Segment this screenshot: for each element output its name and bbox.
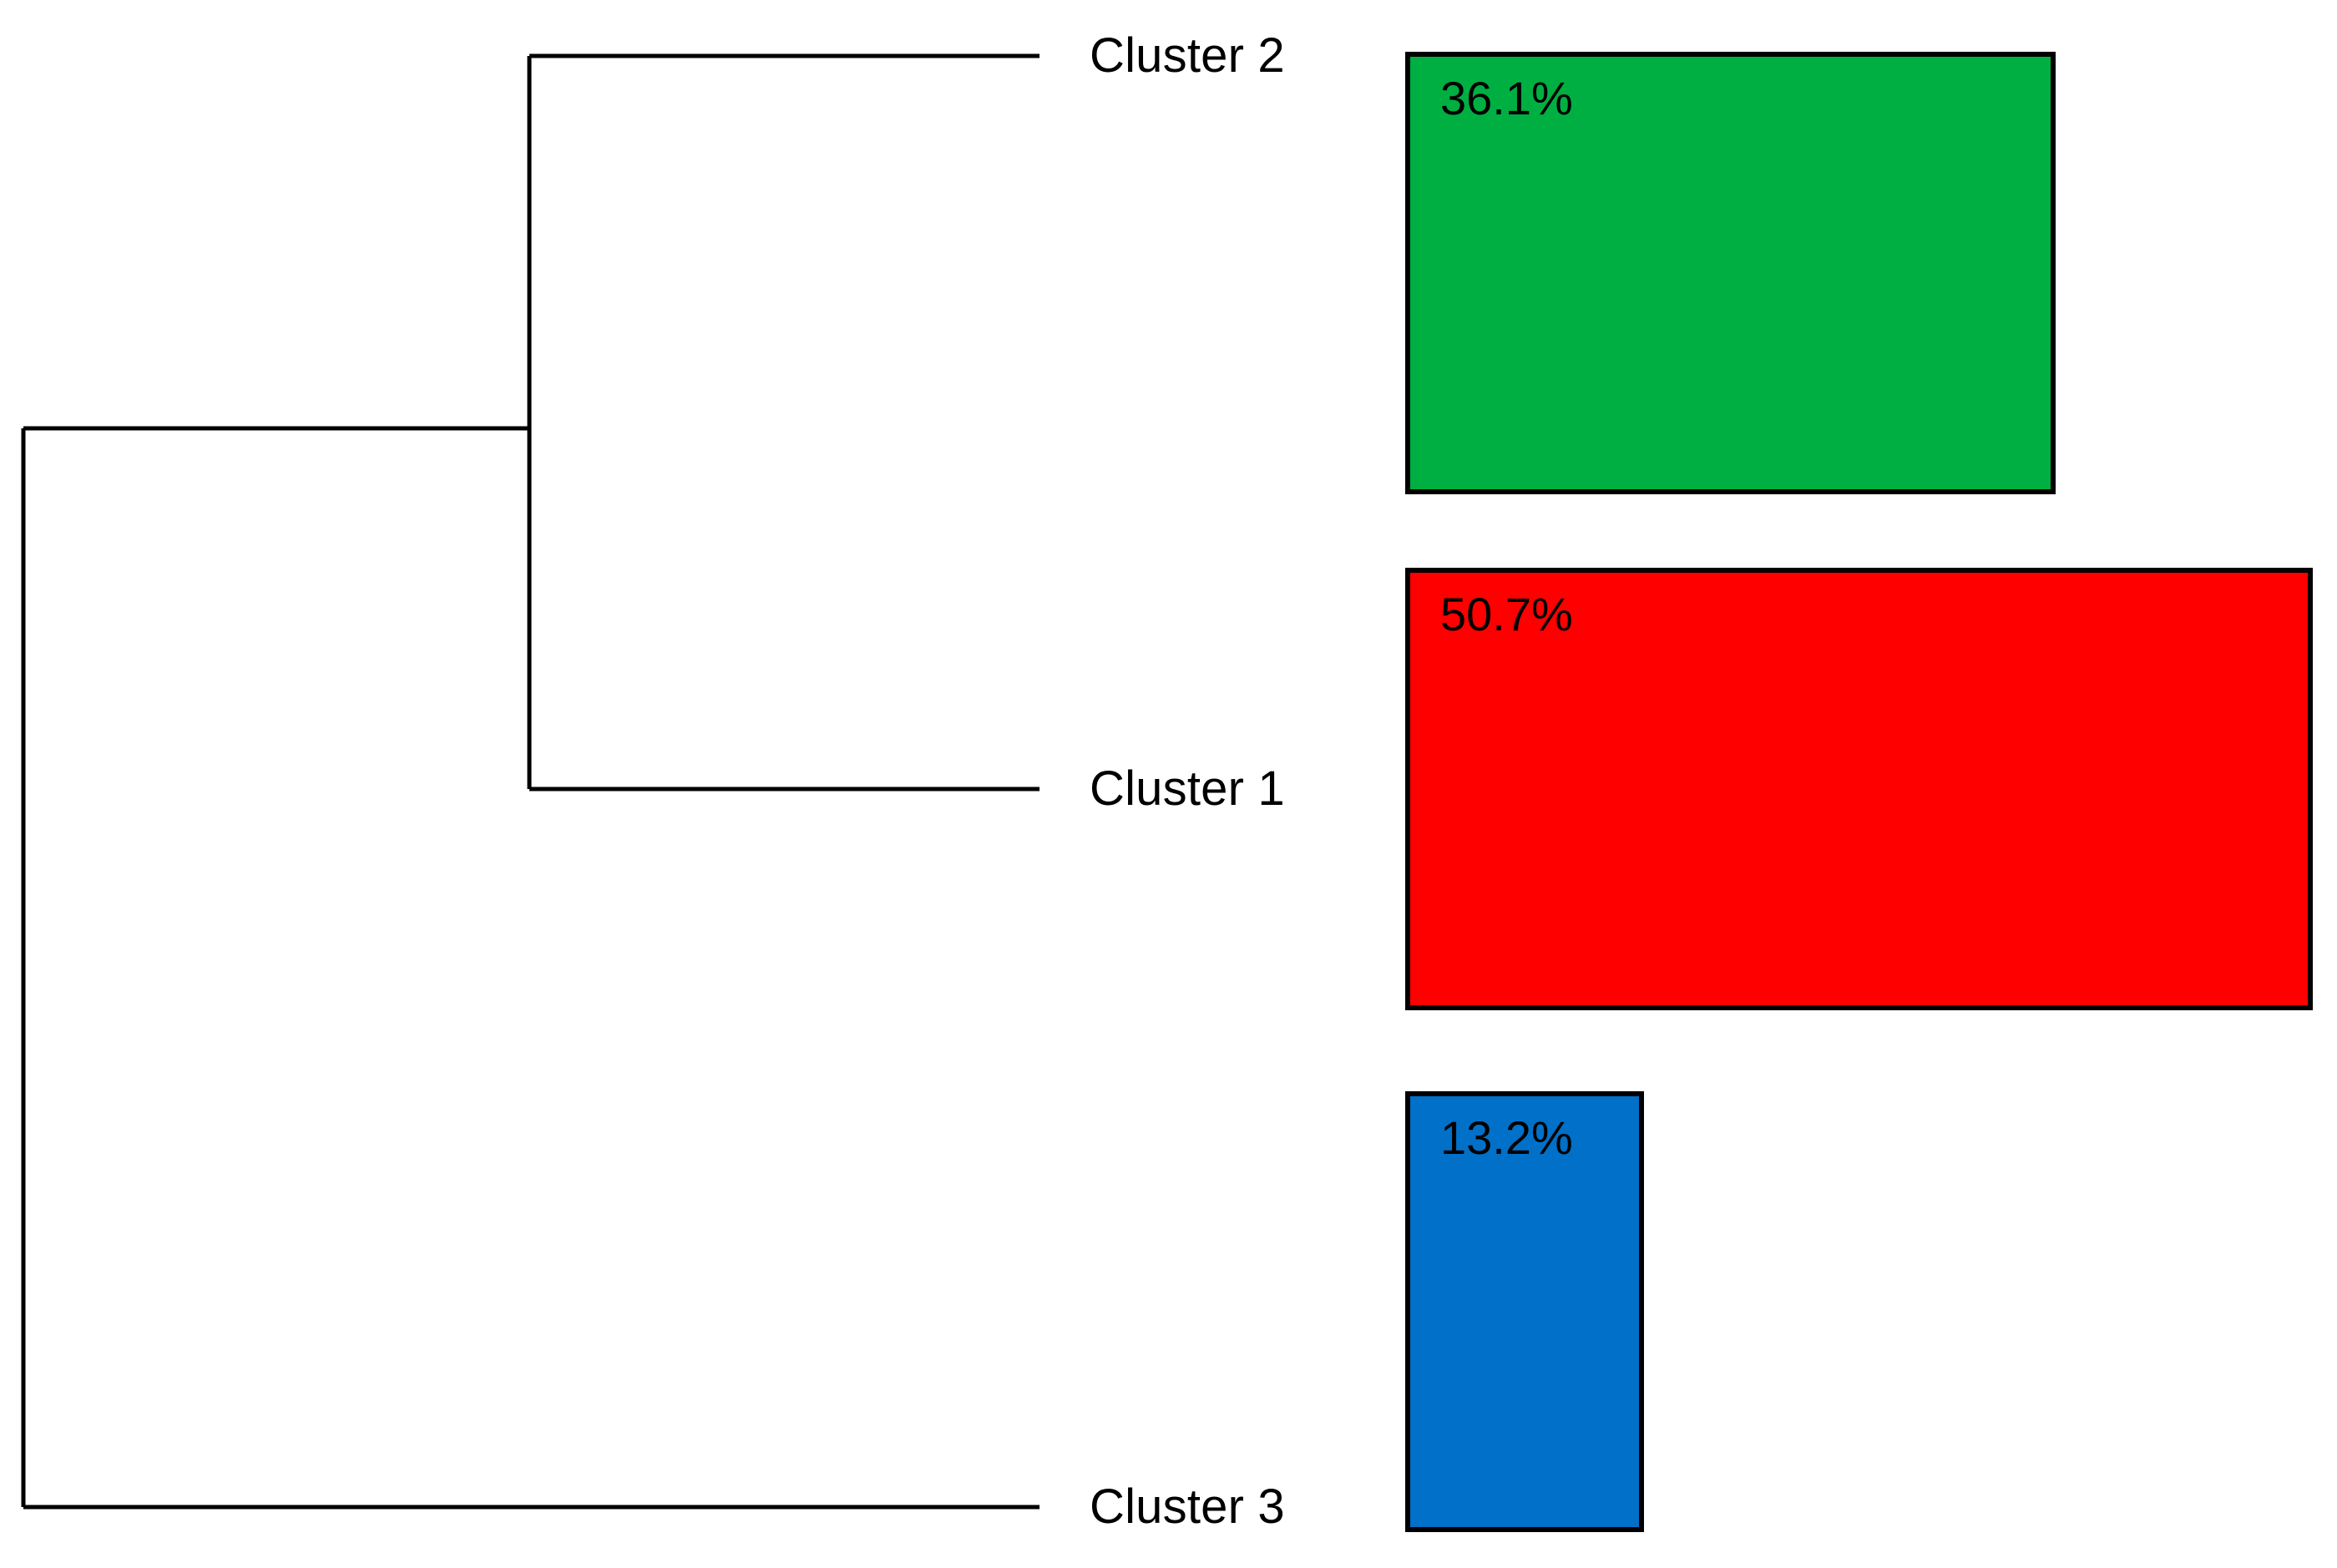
- bar-cluster-3: 13.2%: [1405, 1091, 1644, 1532]
- bar-cluster-2: 36.1%: [1405, 52, 2056, 494]
- bar-value-label-cluster-1: 50.7%: [1440, 588, 1573, 640]
- bar-value-label-cluster-3: 13.2%: [1440, 1111, 1573, 1164]
- bar-cluster-1: 50.7%: [1405, 568, 2313, 1010]
- dendrogram-leaf-label-cluster-2: Cluster 2: [1090, 28, 1285, 83]
- dendrogram-leaf-label-cluster-1: Cluster 1: [1090, 761, 1285, 816]
- dendrogram-leaf-label-cluster-3: Cluster 3: [1090, 1479, 1285, 1534]
- bar-value-label-cluster-2: 36.1%: [1440, 72, 1573, 124]
- dendrogram-branches: [21, 53, 1040, 1510]
